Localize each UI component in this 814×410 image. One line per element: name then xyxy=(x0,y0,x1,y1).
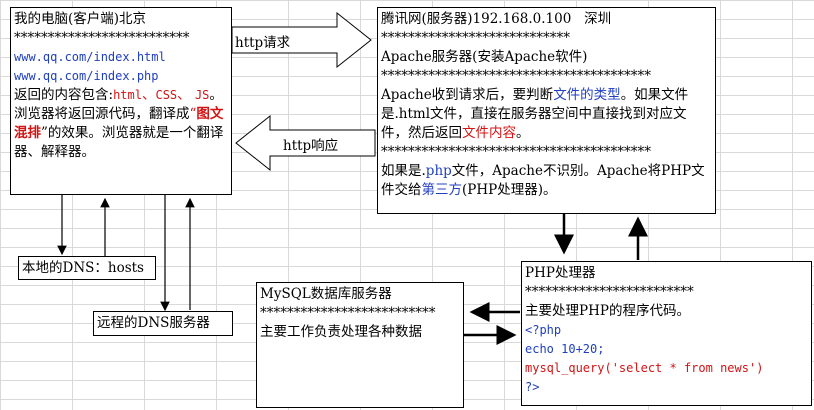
url-html: www.qq.com/index.html xyxy=(14,50,166,64)
apache-line: Apache服务器(安装Apache软件) xyxy=(381,49,588,65)
code-mysql-query: mysql_query('select * from news') xyxy=(525,361,764,375)
return-sep1: 、 xyxy=(141,87,156,103)
http-request-arrow xyxy=(231,11,372,69)
code-php-close: ?> xyxy=(525,380,540,394)
browser-desc-2: 的效果。浏览器就是一个翻译器、解释器。 xyxy=(14,125,224,160)
return-contents: 返回的内容包含:html、CSS、 JS。浏览器将返回源代码，翻译成“图文混排”… xyxy=(14,86,228,162)
http-request-label: http请求 xyxy=(235,35,291,51)
server-title: 腾讯网(服务器)192.168.0.100 深圳 xyxy=(381,11,612,27)
mysql-title: MySQL数据库服务器 xyxy=(260,286,392,302)
local-dns-hosts-box: 本地的DNS：hosts xyxy=(18,256,156,280)
php-processor-box: PHP处理器 ************************* 主要处理PHP… xyxy=(521,261,812,406)
http-response-arrow xyxy=(235,114,376,172)
client-browser-box: 我的电脑(客户端)北京 ************************** w… xyxy=(10,7,232,195)
remote-dns-label: 远程的DNS服务器 xyxy=(97,315,210,331)
apache-para-2: 如果是.php文件，Apache不识别。Apache将PHP文件交给第三方(PH… xyxy=(381,162,712,200)
php-title: PHP处理器 xyxy=(525,265,596,281)
server-box: 腾讯网(服务器)192.168.0.100 深圳 ***************… xyxy=(377,7,716,214)
url-php: www.qq.com/index.php xyxy=(14,69,159,83)
local-dns-label: 本地的DNS：hosts xyxy=(22,260,144,276)
file-type-text: 文件的类型 xyxy=(553,87,621,103)
mysql-stars: ************************** xyxy=(260,305,436,321)
highlight-text: 图文混排 xyxy=(14,106,224,141)
code-php-open: <?php xyxy=(525,323,562,337)
para1-part1: Apache收到请求后，要判断 xyxy=(381,87,554,103)
browser-desc-1: 。浏览器将返回源代码，翻译成 xyxy=(14,87,223,122)
return-js: JS xyxy=(194,88,210,102)
para1-end: 。 xyxy=(516,125,530,141)
server-stars-1: **************************** xyxy=(381,30,570,46)
code-echo: echo 10+20; xyxy=(525,342,605,356)
php-ext-text: php xyxy=(425,163,452,179)
return-html: html xyxy=(113,88,142,102)
para2-part1: 如果是. xyxy=(381,163,426,179)
return-css: CSS xyxy=(155,88,178,102)
mysql-server-box: MySQL数据库服务器 ************************** 主… xyxy=(256,282,464,408)
para1-part2: 。如果文件是.html文件，直接在服务器空间中直接找到对应文件，然后返回 xyxy=(381,87,689,141)
apache-para-1: Apache收到请求后，要判断文件的类型。如果文件是.html文件，直接在服务器… xyxy=(381,86,712,143)
client-stars: ************************** xyxy=(14,30,190,46)
php-desc: 主要处理PHP的程序代码。 xyxy=(525,303,690,319)
php-stars: ************************* xyxy=(525,284,694,300)
para2-part2: 文件，Apache不识别。Apache将PHP文件交给 xyxy=(381,163,705,198)
quote-open: “ xyxy=(189,106,197,122)
para2-part3: (PHP处理器)。 xyxy=(462,182,557,198)
third-party-text: 第三方 xyxy=(421,182,463,198)
quote-close: ” xyxy=(41,125,48,141)
return-sep2: 、 xyxy=(177,87,191,103)
file-content-text: 文件内容 xyxy=(462,125,516,141)
server-stars-3: **************************************** xyxy=(381,144,651,160)
remote-dns-box: 远程的DNS服务器 xyxy=(93,311,233,336)
http-response-label: http响应 xyxy=(283,138,339,154)
mysql-desc: 主要工作负责处理各种数据 xyxy=(260,324,422,340)
client-title: 我的电脑(客户端)北京 xyxy=(14,11,147,27)
return-prefix: 返回的内容包含: xyxy=(14,87,114,103)
server-stars-2: **************************************** xyxy=(381,68,651,84)
